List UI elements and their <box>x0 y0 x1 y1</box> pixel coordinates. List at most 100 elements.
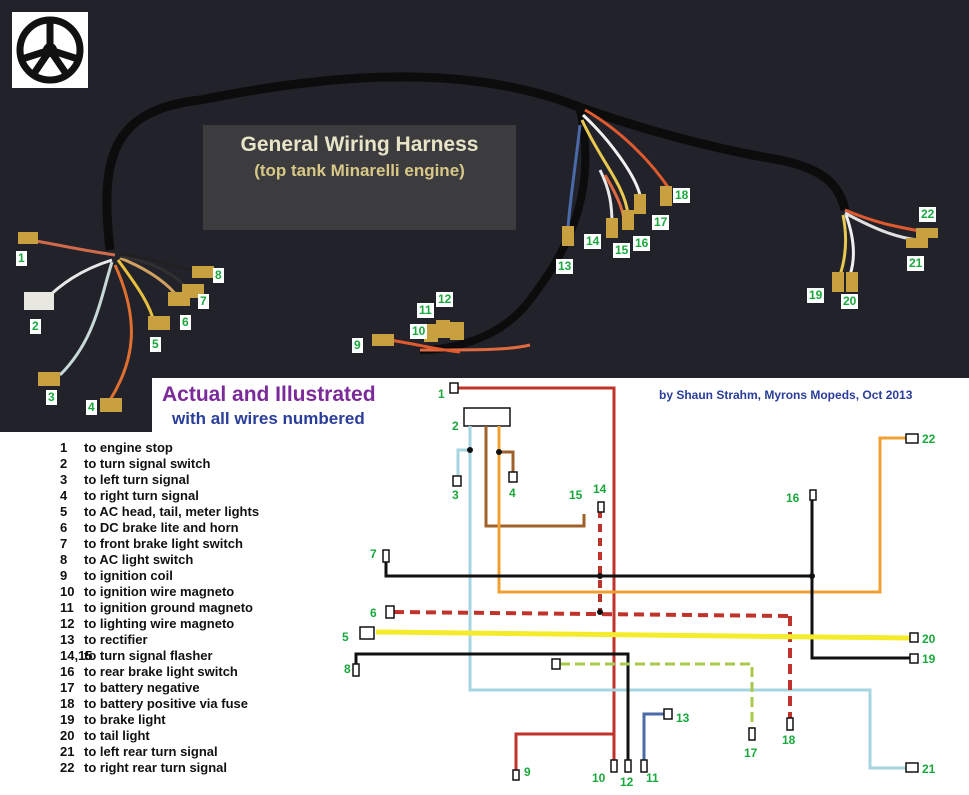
diagram-label-13: 13 <box>676 711 690 725</box>
legend-row: 14,15to turn signal flasher <box>60 648 259 664</box>
legend-number: 5 <box>60 504 68 519</box>
diagram-label-8: 8 <box>344 662 351 676</box>
wire-3-light-blue <box>456 426 910 770</box>
photo-subtitle: (top tank Minarelli engine) <box>254 161 465 180</box>
legend-number: 7 <box>60 536 68 551</box>
diagram-label-6: 6 <box>370 606 377 620</box>
wire-6-red-white <box>393 610 792 720</box>
legend-number: 22 <box>60 760 75 775</box>
wire-13-blue <box>642 712 668 760</box>
wire-9-red <box>514 732 614 770</box>
legend-number: 9 <box>60 568 68 583</box>
photo-label-6: 6 <box>180 315 191 330</box>
legend-number: 13 <box>60 632 75 647</box>
legend-number: 21 <box>60 744 75 759</box>
legend-text: to ignition wire magneto <box>84 584 235 599</box>
legend-number: 16 <box>60 664 75 679</box>
legend-number: 12 <box>60 616 75 631</box>
photo-label-21: 21 <box>907 256 925 271</box>
legend-text: to rectifier <box>84 632 148 647</box>
photo-label-19: 19 <box>807 288 825 303</box>
diagram-label-21: 21 <box>922 762 936 776</box>
diagram-label-22: 22 <box>922 432 936 446</box>
diagram-label-16: 16 <box>786 491 800 505</box>
photo-label-16: 16 <box>633 236 651 251</box>
illustration-heading: Actual and Illustrated <box>162 383 376 406</box>
legend-row: 9 to ignition coil <box>60 568 259 584</box>
legend-number: 2 <box>60 456 68 471</box>
photo-label-13: 13 <box>556 259 574 274</box>
legend-row: 1 to engine stop <box>60 440 259 456</box>
legend-text: to front brake light switch <box>84 536 243 551</box>
legend-text: to rear brake light switch <box>84 664 238 679</box>
wire-22-orange <box>497 426 906 594</box>
photo-title-box: General Wiring Harness (top tank Minarel… <box>203 125 516 230</box>
diagram-label-19: 19 <box>922 652 936 666</box>
legend-row: 17 to battery negative <box>60 680 259 696</box>
photo-label-12: 12 <box>436 292 454 307</box>
photo-label-3: 3 <box>46 390 57 405</box>
legend-row: 7 to front brake light switch <box>60 536 259 552</box>
photo-label-2: 2 <box>30 319 41 334</box>
photo-label-5: 5 <box>150 337 161 352</box>
spoked-wheel-icon <box>12 12 88 88</box>
byline: by Shaun Strahm, Myrons Mopeds, Oct 2013 <box>659 388 913 402</box>
harness-photo: General Wiring Harness (top tank Minarel… <box>0 0 969 432</box>
legend-text: to battery positive via fuse <box>84 696 248 711</box>
legend-number: 8 <box>60 552 68 567</box>
legend-row: 10 to ignition wire magneto <box>60 584 259 600</box>
connectors <box>352 382 919 781</box>
photo-label-17: 17 <box>652 215 670 230</box>
diagram-label-12: 12 <box>620 775 634 789</box>
legend-number: 19 <box>60 712 75 727</box>
legend-text: to engine stop <box>84 440 173 455</box>
legend-text: to DC brake lite and horn <box>84 520 239 535</box>
legend-text: to AC light switch <box>84 552 194 567</box>
diagram-label-14: 14 <box>593 482 607 496</box>
wire-7-black <box>384 498 912 660</box>
diagram-label-3: 3 <box>452 488 459 502</box>
diagram-label-20: 20 <box>922 632 936 646</box>
legend-row: 8 to AC light switch <box>60 552 259 568</box>
legend-text: to brake light <box>84 712 166 727</box>
legend-text: to turn signal flasher <box>84 648 213 663</box>
legend-number: 10 <box>60 584 75 599</box>
photo-label-15: 15 <box>613 243 631 258</box>
legend-text: to left rear turn signal <box>84 744 218 759</box>
legend-number: 18 <box>60 696 75 711</box>
legend-row: 13 to rectifier <box>60 632 259 648</box>
photo-title: General Wiring Harness <box>240 133 479 156</box>
legend-row: 16 to rear brake light switch <box>60 664 259 680</box>
photo-label-10: 10 <box>410 324 428 339</box>
diagram-label-11: 11 <box>646 771 659 785</box>
diagram-label-9: 9 <box>524 765 531 779</box>
photo-label-22: 22 <box>919 207 937 222</box>
legend-text: to tail light <box>84 728 150 743</box>
photo-label-8: 8 <box>213 268 224 283</box>
photo-label-14: 14 <box>584 234 602 249</box>
legend-text: to ignition coil <box>84 568 173 583</box>
legend-text: to battery negative <box>84 680 200 695</box>
legend-number: 1 <box>60 440 68 455</box>
diagram-label-17: 17 <box>744 746 758 760</box>
legend-text: to AC head, tail, meter lights <box>84 504 260 519</box>
diagram-label-5: 5 <box>342 630 349 644</box>
photo-label-4: 4 <box>86 400 97 415</box>
legend-number: 11 <box>60 600 74 615</box>
wire-8-black <box>354 652 630 760</box>
diagram-label-1: 1 <box>438 387 445 401</box>
turn-signal-switch-block <box>463 407 511 427</box>
legend-number: 3 <box>60 472 68 487</box>
photo-label-20: 20 <box>841 294 859 309</box>
photo-label-9: 9 <box>352 338 363 353</box>
legend-number: 17 <box>60 680 75 695</box>
diagram-label-15: 15 <box>569 488 583 502</box>
